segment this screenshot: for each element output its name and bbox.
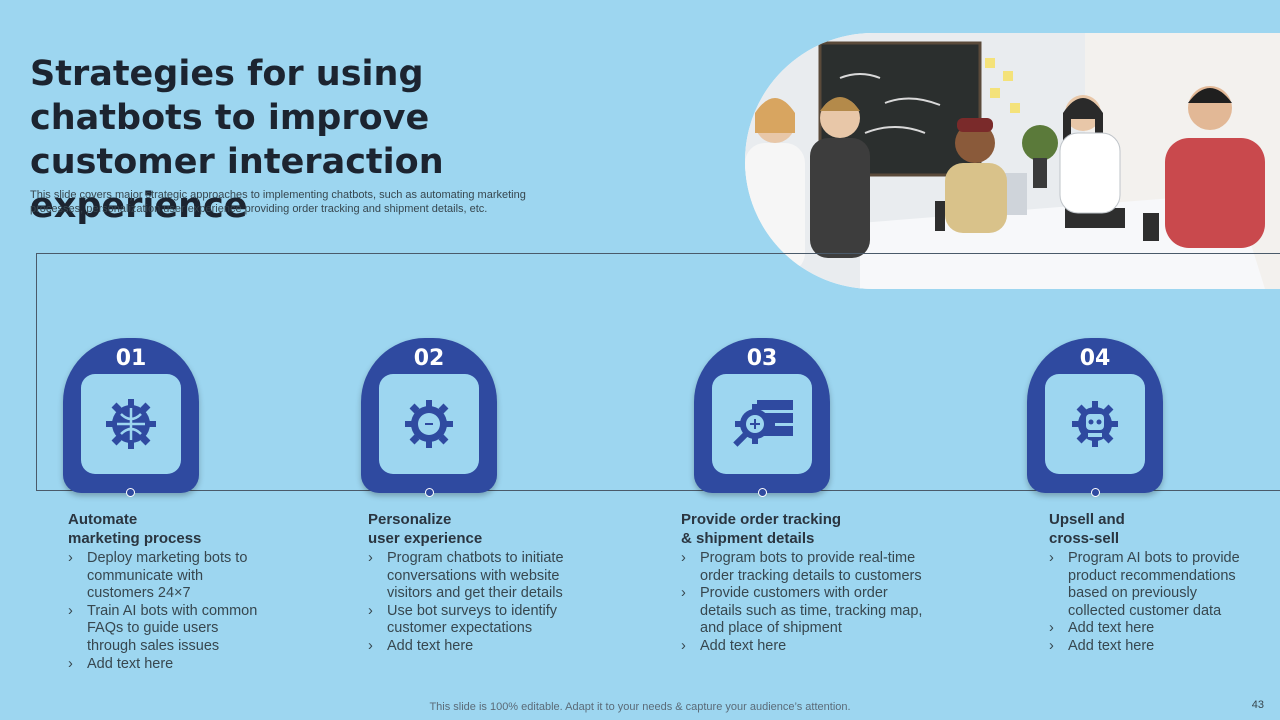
slide-footer: This slide is 100% editable. Adapt it to…: [429, 701, 851, 713]
timeline-dot: [126, 488, 135, 497]
icon-tile: [712, 374, 812, 474]
slide-subtitle: This slide covers major strategic approa…: [30, 189, 526, 215]
step-02-badge: 02: [361, 338, 497, 493]
timeline-dot: [1091, 488, 1100, 497]
robot-gear-icon: [1072, 401, 1118, 447]
bullet-item: Add text here: [368, 638, 618, 656]
step-number: 03: [746, 346, 778, 371]
step-03-badge: 03: [694, 338, 830, 493]
slide-title: Strategies for using chatbots to improve…: [30, 54, 444, 226]
steps-frame: [36, 253, 1280, 491]
bullet-list: Deploy marketing bots to communicate wit…: [68, 550, 318, 673]
timeline-dot: [425, 488, 434, 497]
step-number: 02: [413, 346, 445, 371]
user-gear-icon: [405, 400, 453, 448]
icon-tile: [1045, 374, 1145, 474]
icon-tile: [81, 374, 181, 474]
step-04-text: Upsell and cross-sell Program AI bots to…: [1049, 510, 1269, 656]
globe-gear-icon: [106, 399, 156, 449]
bullet-item: Train AI bots with common FAQs to guide …: [68, 603, 318, 656]
bullet-item: Add text here: [681, 638, 951, 656]
icon-tile: [379, 374, 479, 474]
timeline-dot: [758, 488, 767, 497]
step-number: 04: [1079, 346, 1111, 371]
team-meeting-photo: [745, 33, 1280, 289]
step-title: Upsell and cross-sell: [1049, 511, 1125, 547]
step-title: Personalize user experience: [368, 511, 483, 547]
bullet-item: Provide customers with order details suc…: [681, 585, 951, 638]
bullet-item: Add text here: [1049, 638, 1269, 656]
bullet-list: Program AI bots to provide product recom…: [1049, 550, 1269, 656]
bullet-list: Program chatbots to initiate conversatio…: [368, 550, 618, 656]
step-title: Automate marketing process: [68, 511, 202, 547]
step-03-text: Provide order tracking & shipment detail…: [681, 510, 951, 656]
step-number: 01: [115, 346, 147, 371]
bullet-list: Program bots to provide real-time order …: [681, 550, 951, 656]
bullet-item: Program AI bots to provide product recom…: [1049, 550, 1269, 620]
bullet-item: Deploy marketing bots to communicate wit…: [68, 550, 318, 603]
step-01-badge: 01: [63, 338, 199, 493]
bullet-item: Program bots to provide real-time order …: [681, 550, 951, 585]
bullet-item: Add text here: [1049, 620, 1269, 638]
step-02-text: Personalize user experience Program chat…: [368, 510, 618, 656]
step-title: Provide order tracking & shipment detail…: [681, 511, 842, 547]
bullet-item: Program chatbots to initiate conversatio…: [368, 550, 618, 603]
step-04-badge: 04: [1027, 338, 1163, 493]
step-01-text: Automate marketing process Deploy market…: [68, 510, 318, 673]
page-number: 43: [1251, 699, 1264, 711]
tracking-gear-icon: [733, 400, 793, 447]
bullet-item: Use bot surveys to identify customer exp…: [368, 603, 618, 638]
bullet-item: Add text here: [68, 656, 318, 674]
